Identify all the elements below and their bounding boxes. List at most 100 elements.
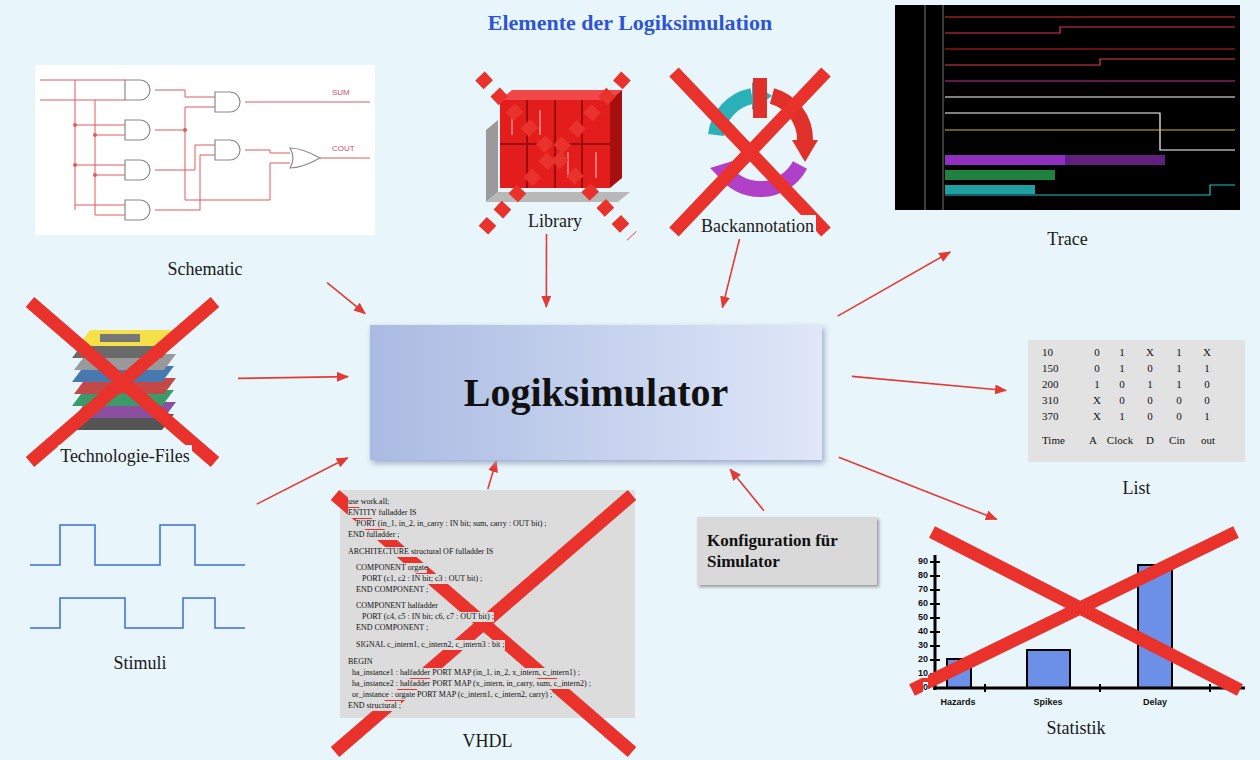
axis-tick-label: 30	[918, 640, 928, 650]
stimuli-waveforms: Stimuli	[25, 505, 255, 674]
table-cell: X	[1203, 346, 1211, 358]
flow-arrow	[257, 458, 348, 504]
table-cell: 0	[1147, 394, 1153, 406]
caption-label: Trace	[1045, 228, 1089, 250]
code-line: ha_instance1 : halfadder PORT MAP (in_1,…	[352, 668, 580, 678]
column-header: Cin	[1169, 434, 1185, 446]
column-header: A	[1089, 434, 1097, 446]
table-cell: 1	[1176, 378, 1182, 390]
caption-label: Schematic	[166, 258, 245, 280]
category-label: Hazards	[940, 697, 975, 707]
table-cell: 0	[1119, 394, 1125, 406]
code-line: COMPONENT orgate	[356, 563, 427, 573]
category-label: Delay	[1143, 697, 1167, 707]
code-line: SIGNAL c_intern1, c_intern2, c_intern3 :…	[356, 640, 505, 650]
table-cell: 0	[1204, 394, 1210, 406]
diagram-title: Elemente der Logiksimulation	[0, 10, 1260, 36]
axis-tick-label: 80	[918, 570, 928, 580]
table-cell: 0	[1119, 378, 1125, 390]
code-line: ARCHITECTURE structural OF fulladder IS	[348, 547, 493, 557]
list-panel	[1028, 340, 1245, 462]
backannotation-icon: Backannotation	[670, 70, 845, 237]
caption-label: Technologie-Files	[58, 445, 192, 467]
signal-name: COUT	[332, 144, 355, 153]
code-line: COMPONENT halfadder	[356, 601, 438, 611]
schematic-figure: Schematic	[35, 65, 375, 280]
table-cell: 200	[1042, 378, 1059, 390]
flow-arrow	[722, 239, 739, 308]
axis-tick-label: 60	[918, 598, 928, 608]
flow-arrow	[327, 283, 365, 314]
table-cell: 0	[1094, 346, 1100, 358]
axis-tick-label: 90	[918, 556, 928, 566]
trace-waveforms	[895, 5, 1240, 210]
code-line: or_instance : orgate PORT MAP (c_intern1…	[352, 690, 552, 700]
axis-tick-label: 20	[918, 654, 928, 664]
code-line: END fulladder ;	[348, 530, 400, 540]
table-cell: 1	[1119, 410, 1125, 422]
table-cell: X	[1093, 410, 1101, 422]
stimuli-waves	[30, 525, 245, 628]
flow-arrow	[839, 457, 997, 519]
caption-label: Library	[526, 210, 584, 232]
flow-arrow	[838, 252, 951, 316]
code-line: END COMPONENT ;	[356, 623, 428, 633]
box-label: Konfiguration für Simulator	[707, 530, 867, 572]
table-cell: 1	[1147, 378, 1153, 390]
trace-window: Trace	[895, 5, 1240, 250]
library-icon: Library	[470, 70, 640, 232]
box-label: Logiksimulator	[464, 369, 728, 416]
schematic-drawing	[35, 65, 375, 235]
signal-name: SUM	[332, 88, 350, 97]
table-cell: 0	[1176, 394, 1182, 406]
axis-tick-label: 10	[918, 668, 928, 678]
code-line: PORT (c4, c5 : IN bit; c6, c7 : OUT bit)…	[362, 612, 494, 622]
table-cell: 0	[1147, 410, 1153, 422]
code-line: BEGIN	[348, 657, 372, 667]
flow-arrow	[238, 377, 348, 379]
flow-arrow	[546, 234, 548, 307]
caption-label: Statistik	[1044, 717, 1107, 739]
caption-label: VHDL	[461, 730, 515, 752]
table-cell: X	[1093, 394, 1101, 406]
table-cell: 370	[1042, 410, 1059, 422]
code-line: ha_instance2 : halfadder PORT MAP (x_int…	[352, 679, 591, 689]
axis-tick-label: 40	[918, 626, 928, 636]
table-cell: X	[1146, 346, 1154, 358]
table-cell: 10	[1042, 346, 1053, 358]
table-cell: 0	[1176, 410, 1182, 422]
table-cell: 310	[1042, 394, 1059, 406]
table-cell: 1	[1119, 362, 1125, 374]
column-header: Time	[1042, 434, 1065, 446]
table-cell: 0	[1094, 362, 1100, 374]
table-cell: 1	[1204, 362, 1210, 374]
column-header: Clock	[1107, 434, 1133, 446]
category-label: Spikes	[1033, 697, 1062, 707]
code-line: END structural ;	[348, 701, 401, 711]
flow-arrow	[730, 469, 764, 510]
table-cell: 0	[1147, 362, 1153, 374]
table-cell: 150	[1042, 362, 1059, 374]
flow-arrow	[488, 461, 496, 489]
table-cell: 1	[1094, 378, 1100, 390]
code-line: use work.all;	[348, 497, 389, 507]
caption-label: Stimuli	[111, 652, 168, 674]
table-cell: 0	[1204, 378, 1210, 390]
axis-tick-label: 50	[918, 612, 928, 622]
axis-tick-label: 0	[923, 682, 928, 692]
column-header: out	[1201, 434, 1215, 446]
caption-label: Backannotation	[699, 215, 816, 237]
code-line: ENTITY fulladder IS	[348, 508, 417, 518]
simulator-box: Logiksimulator	[370, 325, 822, 460]
table-cell: 1	[1176, 362, 1182, 374]
column-header: D	[1146, 434, 1154, 446]
technology-files-icon: Technologie-Files	[20, 290, 230, 467]
crossed-out-marks	[30, 72, 1240, 752]
table-cell: 1	[1119, 346, 1125, 358]
table-cell: 1	[1204, 410, 1210, 422]
flow-arrow	[852, 376, 1006, 390]
config-box: Konfiguration für Simulator	[697, 517, 877, 585]
table-cell: 1	[1176, 346, 1182, 358]
code-line: END COMPONENT ;	[356, 585, 428, 595]
